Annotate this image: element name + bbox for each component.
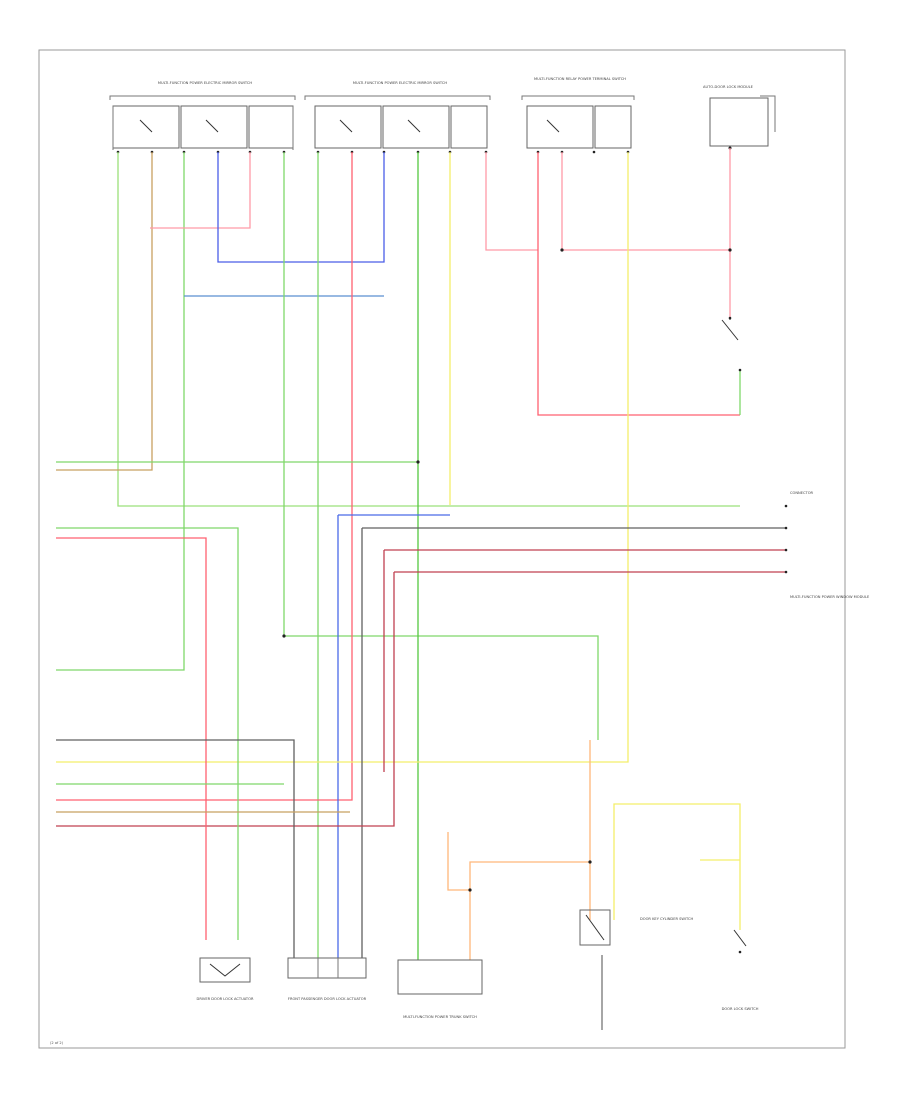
door-lock-switch: DOOR LOCK SWITCH [722,929,759,1011]
switch-group-1-title: MULTI-FUNCTION POWER ELECTRIC MIRROR SWI… [158,81,253,85]
switch-group-2-title: MULTI-FUNCTION POWER ELECTRIC MIRROR SWI… [353,81,448,85]
top-switch-group-3: MULTI-FUNCTION RELAY POWER TERMINAL SWIT… [521,77,635,149]
right-side-module-label: MULTI-FUNCTION POWER WINDOW MODULE [790,595,870,599]
auto-door-lock-module-title: AUTO-DOOR LOCK MODULE [703,85,754,89]
top-switch-group-2: MULTI-FUNCTION POWER ELECTRIC MIRROR SWI… [304,81,491,149]
top-pin-row [116,150,630,154]
multi-function-power-trunk-switch: MULTI-FUNCTION POWER TRUNK SWITCH [397,959,483,1019]
door-lock-switch-label: DOOR LOCK SWITCH [722,1007,759,1011]
diagram-frame [38,49,846,1049]
passenger-door-lock-actuator-label: FRONT PASSENGER DOOR LOCK ACTUATOR [288,997,367,1001]
driver-door-lock-actuator-label: DRIVER DOOR LOCK ACTUATOR [197,997,254,1001]
right-connector-note: CONNECTOR [790,491,814,495]
driver-door-lock-actuator: DRIVER DOOR LOCK ACTUATOR [197,957,254,1001]
auto-module-lower-switch [721,316,742,372]
wire-network [56,148,786,1030]
splice-points [282,248,732,892]
passenger-door-lock-actuator: FRONT PASSENGER DOOR LOCK ACTUATOR [287,957,367,1001]
auto-door-lock-module-top: AUTO-DOOR LOCK MODULE [703,85,776,150]
multi-function-power-trunk-switch-label: MULTI-FUNCTION POWER TRUNK SWITCH [403,1015,477,1019]
door-key-cylinder-switch: DOOR KEY CYLINDER SWITCH [579,909,693,946]
top-switch-group-1: MULTI-FUNCTION POWER ELECTRIC MIRROR SWI… [109,81,296,150]
footer-left-text: (2 of 2) [50,1041,64,1045]
switch-group-3-title: MULTI-FUNCTION RELAY POWER TERMINAL SWIT… [534,77,626,81]
door-key-cylinder-switch-label: DOOR KEY CYLINDER SWITCH [640,917,693,921]
right-connector: CONNECTOR MULTI-FUNCTION POWER WINDOW MO… [784,491,870,599]
